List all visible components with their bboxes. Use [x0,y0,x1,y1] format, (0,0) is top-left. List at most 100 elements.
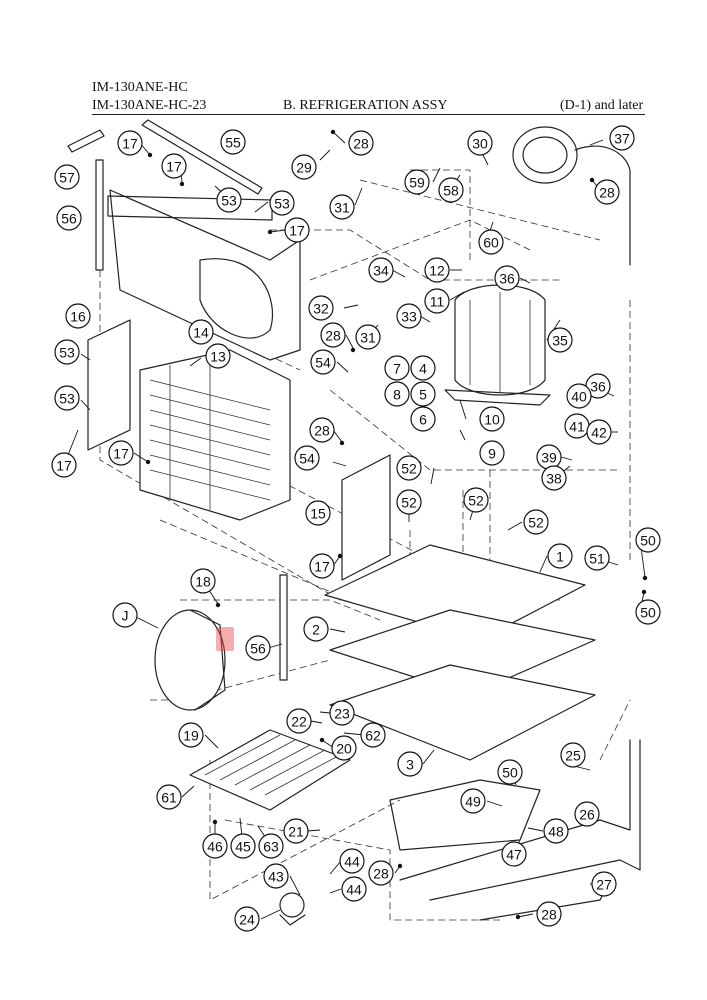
callout-number: 17 [289,223,305,239]
callout-circle [188,319,214,345]
part-callout: 58 [438,177,464,203]
part-callout: 17 [284,217,310,243]
callout-circle [368,860,394,886]
callout-circle [339,848,365,874]
part-callout: 53 [269,190,295,216]
base-plate-3 [329,664,596,761]
callout-circle [541,465,567,491]
callout-circle [536,901,562,927]
callout-number: 43 [268,869,284,885]
callout-circle [216,187,242,213]
part-callout: 62 [360,722,386,748]
callout-circle [263,863,289,889]
part-callout: 24 [234,906,260,932]
part-callout: 21 [283,818,309,844]
callout-number: 17 [113,446,129,462]
part-callout: 44 [339,848,365,874]
callout-number: 6 [419,412,427,428]
callout-number: 34 [373,263,389,279]
part-callout: 3 [397,751,423,777]
callout-number: 22 [291,714,307,730]
callout-number: 54 [315,355,331,371]
part-callout: 59 [404,169,430,195]
short-bar-57 [67,129,105,153]
condenser-coil [139,349,291,521]
pump-24 [279,892,306,926]
callout-number: 36 [590,379,606,395]
callout-circle [294,445,320,471]
callout-circle [54,385,80,411]
part-callout: 28 [309,417,335,443]
part-callout: 22 [286,708,312,734]
part-callout: 29 [291,154,317,180]
part-callout: 46 [202,833,228,859]
callout-circle [245,635,271,661]
callout-number: 55 [225,135,241,151]
callout-circle [396,303,422,329]
callout-number: 3 [406,757,414,773]
callout-number: 27 [596,877,612,893]
part-callout: 53 [54,385,80,411]
compressor [444,284,551,406]
part-callout: 17 [309,553,335,579]
part-callout: 39 [536,444,562,470]
callout-number: 7 [393,361,401,377]
part-callout: 61 [156,784,182,810]
callout-number: 53 [59,391,75,407]
callout-number: 29 [296,160,312,176]
part-callout: 54 [310,349,336,375]
callout-number: 50 [502,765,518,781]
model-number-primary: IM-130ANE-HC [92,80,188,95]
callout-number: 17 [122,136,138,152]
part-callout: 20 [331,735,357,761]
part-callout: 40 [566,383,592,409]
callout-circle [438,177,464,203]
callout-number: 25 [565,748,581,764]
part-callout: 17 [51,452,77,478]
callout-number: 37 [614,131,630,147]
callout-circle [478,229,504,255]
callout-number: 13 [210,349,226,365]
part-callout: 49 [460,788,486,814]
callout-number: 19 [183,728,199,744]
callout-circle [574,801,600,827]
part-callout: 60 [478,229,504,255]
callout-number: 17 [56,458,72,474]
callout-number: 2 [312,622,320,638]
callout-number: 54 [299,451,315,467]
callout-number: 32 [313,301,329,317]
callout-number: 52 [528,515,544,531]
callout-circle [591,871,617,897]
callout-circle [355,324,381,350]
callout-circle [286,708,312,734]
callout-number: 8 [393,387,401,403]
callout-number: 41 [569,419,585,435]
callout-number: 28 [314,423,330,439]
callout-number: 31 [360,330,376,346]
callout-circle [320,322,346,348]
part-callout: 30 [467,130,493,156]
callout-circle [547,327,573,353]
callout-number: 20 [336,741,352,757]
callout-circle [586,419,612,445]
part-callout: 7 [384,355,410,381]
callout-circle [463,487,489,513]
part-callout: 26 [574,801,600,827]
callout-number: 17 [314,559,330,575]
part-callout: 11 [424,288,450,314]
callout-number: 56 [61,211,77,227]
callout-circle [479,406,505,432]
callout-circle [410,355,436,381]
callout-circle [566,383,592,409]
callout-number: 18 [195,574,211,590]
vertical-guide-rail [95,159,288,681]
callout-circle [305,500,331,526]
callout-number: 61 [161,790,177,806]
callout-circle [384,355,410,381]
callout-number: 52 [401,495,417,511]
callout-number: 24 [239,912,255,928]
callout-number: 5 [419,387,427,403]
callout-circle [161,153,187,179]
part-callout: 52 [523,509,549,535]
part-callout: 28 [536,901,562,927]
